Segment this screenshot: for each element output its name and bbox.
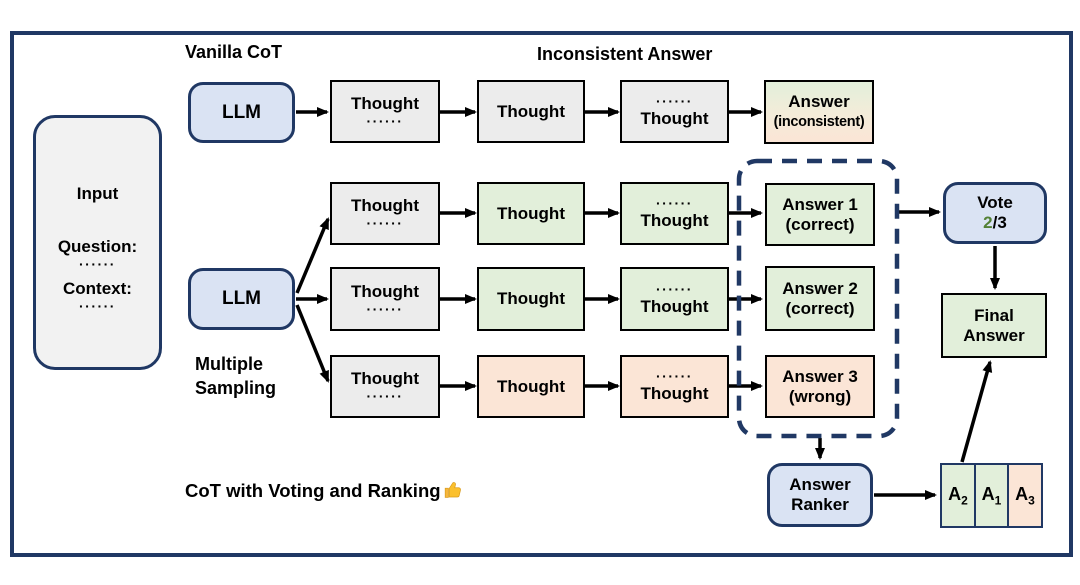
thought-text: Thought bbox=[497, 101, 565, 121]
answer-box-1: Answer 1 (correct) bbox=[765, 183, 875, 246]
llm-label: LLM bbox=[221, 101, 262, 123]
answer-ranker-text: Ranker bbox=[791, 495, 849, 514]
input-question-label: Question: bbox=[57, 237, 138, 256]
answer-status-text: (inconsistent) bbox=[773, 114, 865, 130]
final-answer-text: Answer bbox=[963, 325, 1025, 345]
thought-text: Thought bbox=[640, 109, 709, 128]
ellipsis-text: ······ bbox=[366, 388, 404, 404]
answer-text: Answer 3 bbox=[782, 366, 858, 386]
input-box: Input Question: ······ Context: ······ bbox=[33, 115, 162, 370]
thought-text: Thought bbox=[351, 196, 419, 215]
answer-text: Answer bbox=[788, 92, 850, 111]
ellipsis-text: ······ bbox=[656, 368, 693, 384]
ranked-cell-a3: A3 bbox=[1007, 463, 1043, 528]
vote-box: Vote 2/3 bbox=[943, 182, 1047, 244]
thought-box-s1-1: Thought ······ bbox=[330, 182, 440, 245]
thought-text: Thought bbox=[640, 296, 709, 316]
answer-box-2: Answer 2 (correct) bbox=[765, 266, 875, 331]
thought-text: Thought bbox=[497, 203, 565, 223]
thought-box-s1-3: ······ Thought bbox=[620, 182, 729, 245]
thought-box-s3-2: Thought bbox=[477, 355, 585, 418]
thought-text: Thought bbox=[351, 369, 419, 388]
answer-status-text: (correct) bbox=[785, 214, 855, 234]
vote-label: Vote bbox=[977, 193, 1013, 212]
caption-text: CoT with Voting and Ranking bbox=[185, 479, 441, 501]
ellipsis-text: ······ bbox=[656, 195, 693, 211]
thought-box-s2-2: Thought bbox=[477, 267, 585, 331]
thought-box-vanilla-3: ······ Thought bbox=[620, 80, 729, 143]
ellipsis-text: ······ bbox=[366, 215, 404, 231]
multiple-sampling-label: Multiple Sampling bbox=[195, 354, 277, 398]
llm-box-vanilla: LLM bbox=[188, 82, 295, 143]
thought-box-vanilla-2: Thought bbox=[477, 80, 585, 143]
ellipsis-text: ······ bbox=[366, 113, 404, 129]
thought-box-s2-1: Thought ······ bbox=[330, 267, 440, 331]
ranked-cell-a2: A2 bbox=[940, 463, 976, 528]
ellipsis-text: ······ bbox=[656, 93, 693, 109]
ellipsis-text: ······ bbox=[656, 280, 693, 297]
thought-text: Thought bbox=[497, 376, 565, 396]
answer-ranker-text: Answer bbox=[789, 475, 851, 494]
vanilla-cot-label: Vanilla CoT bbox=[185, 42, 283, 62]
inconsistent-answer-label: Inconsistent Answer bbox=[537, 44, 713, 64]
ellipsis-text: ······ bbox=[366, 300, 404, 317]
thought-text: Thought bbox=[351, 94, 419, 113]
input-context-dots: ······ bbox=[79, 298, 116, 314]
final-answer-box: Final Answer bbox=[941, 293, 1047, 358]
vote-ratio: 2/3 bbox=[983, 213, 1007, 233]
thought-box-s3-1: Thought ······ bbox=[330, 355, 440, 418]
vote-numerator: 2 bbox=[983, 213, 993, 232]
thought-box-vanilla-1: Thought ······ bbox=[330, 80, 440, 143]
thought-box-s2-3: ······ Thought bbox=[620, 267, 729, 331]
thought-text: Thought bbox=[351, 281, 419, 301]
answer-status-text: (wrong) bbox=[788, 386, 852, 406]
outer-frame bbox=[10, 31, 1073, 557]
input-context-label: Context: bbox=[63, 279, 132, 298]
caption: CoT with Voting and Ranking bbox=[185, 479, 464, 502]
answer-status-text: (correct) bbox=[785, 298, 855, 318]
ranked-label: A1 bbox=[981, 483, 1002, 508]
answer-text: Answer 1 bbox=[782, 194, 858, 214]
thought-box-s1-2: Thought bbox=[477, 182, 585, 245]
llm-box-sampling: LLM bbox=[188, 268, 295, 330]
answer-box-inconsistent: Answer (inconsistent) bbox=[764, 80, 874, 144]
thought-text: Thought bbox=[640, 384, 709, 403]
ranked-cell-a1: A1 bbox=[973, 463, 1010, 528]
answer-box-3: Answer 3 (wrong) bbox=[765, 355, 875, 418]
input-question-dots: ······ bbox=[79, 256, 116, 272]
thought-text: Thought bbox=[497, 289, 565, 308]
vote-denominator: /3 bbox=[992, 213, 1007, 232]
input-title: Input bbox=[76, 184, 119, 203]
thought-text: Thought bbox=[640, 211, 709, 230]
answer-ranker-box: Answer Ranker bbox=[767, 463, 873, 527]
llm-label: LLM bbox=[221, 288, 262, 309]
ranked-label: A2 bbox=[948, 483, 968, 508]
final-answer-text: Final bbox=[974, 305, 1014, 325]
thought-box-s3-3: ······ Thought bbox=[620, 355, 729, 418]
ranked-answers-row: A2 A1 A3 bbox=[940, 463, 1043, 528]
thumbs-up-icon bbox=[441, 479, 464, 502]
ranked-label: A3 bbox=[1015, 483, 1035, 508]
answer-text: Answer 2 bbox=[782, 278, 858, 298]
